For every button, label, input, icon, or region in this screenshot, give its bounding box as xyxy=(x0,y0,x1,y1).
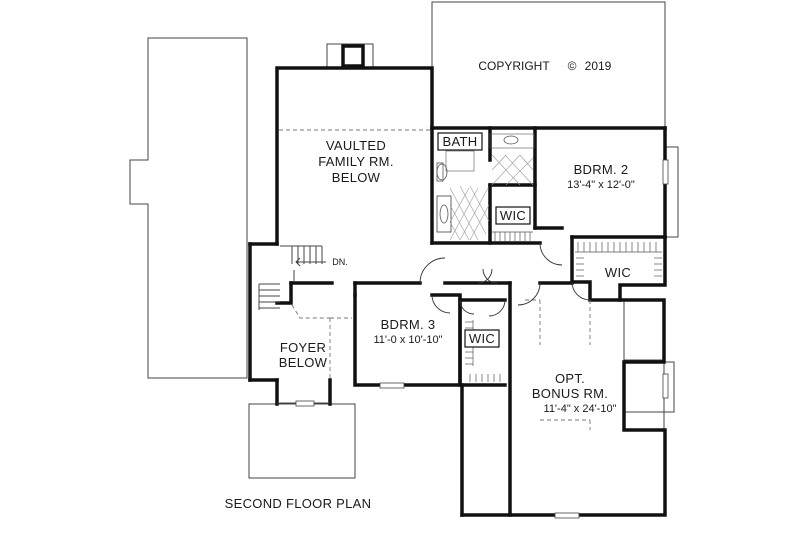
plan-title: SECOND FLOOR PLAN xyxy=(225,496,372,511)
wic3-label: WIC xyxy=(469,331,495,346)
vaulted-label-line2: FAMILY RM. xyxy=(318,154,393,169)
bdrm3-label: BDRM. 3 xyxy=(381,317,436,332)
bath-fixtures xyxy=(436,133,535,241)
roof-bonus-side-lower xyxy=(623,411,665,431)
foyer-label-line1: FOYER xyxy=(280,340,326,355)
bath-label-box xyxy=(437,132,483,151)
dashed-lines xyxy=(279,129,591,430)
vaulted-label-line1: VAULTED xyxy=(326,138,386,153)
bonus-label-line2: BONUS RM. xyxy=(532,386,608,401)
bdrm2-dims: 13'-4" x 12'-0" xyxy=(567,179,635,191)
bonus-label-line1: OPT. xyxy=(555,371,585,386)
bonus-dims: 11'-4" x 24'-10" xyxy=(544,403,617,415)
bath-label: BATH xyxy=(443,134,478,149)
roof-porch xyxy=(248,403,356,479)
wic2-label: WIC xyxy=(605,265,631,280)
foyer-label-line2: BELOW xyxy=(279,355,328,370)
doors xyxy=(295,159,669,519)
wic3-label-box xyxy=(464,329,500,348)
roof-left-garage xyxy=(129,37,248,379)
bdrm2-label: BDRM. 2 xyxy=(574,162,629,177)
roof-bonus-side xyxy=(623,299,665,361)
stairs xyxy=(258,245,326,310)
stair-down-label: DN. xyxy=(332,257,348,267)
chimney xyxy=(326,43,374,69)
copyright-year: 2019 xyxy=(585,59,612,73)
wic1-label: WIC xyxy=(500,208,526,223)
vaulted-label-line3: BELOW xyxy=(332,170,381,185)
copyright-label: COPYRIGHT xyxy=(478,59,550,73)
copyright-symbol: © xyxy=(568,59,577,73)
room-labels: COPYRIGHT © 2019 VAULTED FAMILY RM. BELO… xyxy=(225,59,635,511)
bdrm3-dims: 11'-0 x 10'-10" xyxy=(373,334,442,346)
wic1-label-box xyxy=(495,206,531,225)
walls xyxy=(248,66,667,517)
chimney-flue xyxy=(341,44,365,68)
